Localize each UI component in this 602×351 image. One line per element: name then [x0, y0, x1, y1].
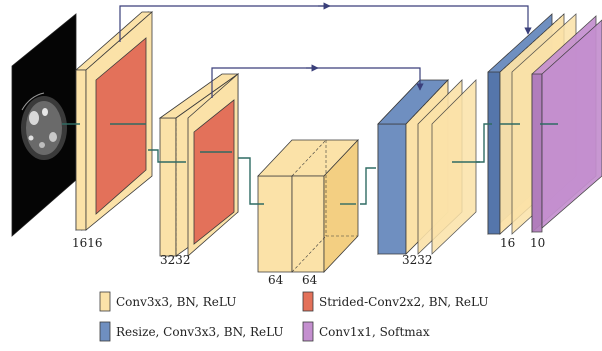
legend-swatch-strided	[302, 291, 314, 312]
output-feature-label: 10	[530, 236, 545, 250]
forward-connections	[62, 123, 558, 205]
legend-swatch-conv	[99, 291, 111, 312]
bottleneck-b-label: 64	[302, 273, 318, 287]
legend-label-strided: Strided-Conv2x2, BN, ReLU	[319, 295, 488, 309]
legend-label-conv: Conv3x3, BN, ReLU	[116, 295, 236, 309]
bottleneck-block	[257, 138, 359, 274]
legend: Conv3x3, BN, ReLU Strided-Conv2x2, BN, R…	[99, 291, 488, 342]
output-block	[531, 15, 602, 233]
encoder-block-1	[74, 11, 154, 231]
legend-swatch-softmax	[302, 321, 314, 342]
bottleneck-a-label: 64	[268, 273, 284, 287]
legend-label-resize: Resize, Conv3x3, BN, ReLU	[116, 325, 284, 339]
skip-connections	[119, 2, 532, 98]
dec1-feature-label: 16	[500, 236, 515, 250]
enc2-feature-label: 3232	[160, 253, 191, 267]
enc1-feature-label: 1616	[72, 236, 103, 250]
legend-label-softmax: Conv1x1, Softmax	[319, 325, 430, 339]
decoder-block-2	[377, 79, 477, 255]
legend-swatch-resize	[99, 321, 111, 342]
encoder-block-2	[158, 73, 240, 257]
input-ct-image	[11, 13, 77, 237]
dec2-feature-label: 3232	[402, 253, 433, 267]
